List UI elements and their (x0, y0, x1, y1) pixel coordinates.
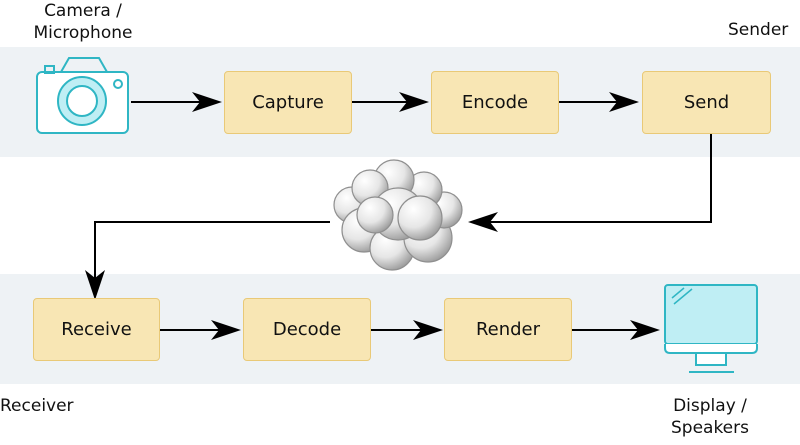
camera-microphone-label: Camera / Microphone (18, 0, 148, 44)
render-label: Render (475, 319, 541, 340)
sender-label: Sender (728, 20, 789, 40)
flow-arrows (85, 92, 712, 340)
decode-label: Decode (272, 319, 342, 340)
capture-box: Capture (224, 71, 352, 134)
monitor-icon (664, 284, 758, 373)
display-label-line1: Display / (673, 396, 747, 416)
receive-box: Receive (33, 298, 160, 361)
send-label: Send (683, 92, 730, 113)
decode-box: Decode (243, 298, 371, 361)
camera-label-line2: Microphone (33, 23, 133, 43)
receive-label: Receive (61, 319, 132, 340)
capture-label: Capture (252, 92, 324, 113)
send-box: Send (642, 71, 771, 134)
camera-label-line1: Camera / (44, 1, 122, 21)
encode-label: Encode (461, 92, 529, 113)
render-box: Render (444, 298, 572, 361)
cloud-icon (333, 159, 463, 271)
display-label-line2: Speakers (670, 418, 749, 438)
receiver-label: Receiver (0, 396, 74, 416)
encode-box: Encode (431, 71, 559, 134)
display-speakers-label: Display / Speakers (650, 395, 770, 439)
camera-icon (36, 57, 129, 134)
